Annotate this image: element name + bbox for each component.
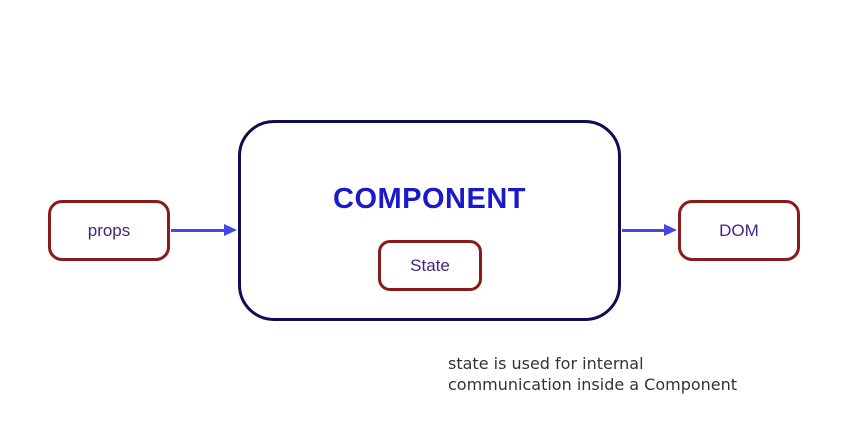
props-to-component-arrow-line — [171, 229, 225, 232]
component-to-dom-arrowhead-icon — [664, 224, 677, 236]
props-node: props — [48, 200, 170, 261]
dom-node-label: DOM — [719, 220, 759, 240]
diagram-caption: state is used for internal communication… — [448, 353, 737, 395]
props-to-component-arrowhead-icon — [224, 224, 237, 236]
state-node: State — [378, 240, 482, 291]
diagram-caption-line1: state is used for internal — [448, 354, 644, 373]
diagram-caption-line2: communication inside a Component — [448, 375, 738, 394]
component-to-dom-arrow-line — [622, 229, 666, 232]
state-node-label: State — [410, 255, 450, 275]
dom-node: DOM — [678, 200, 800, 261]
component-node-title: COMPONENT — [333, 183, 526, 215]
props-node-label: props — [87, 220, 131, 240]
